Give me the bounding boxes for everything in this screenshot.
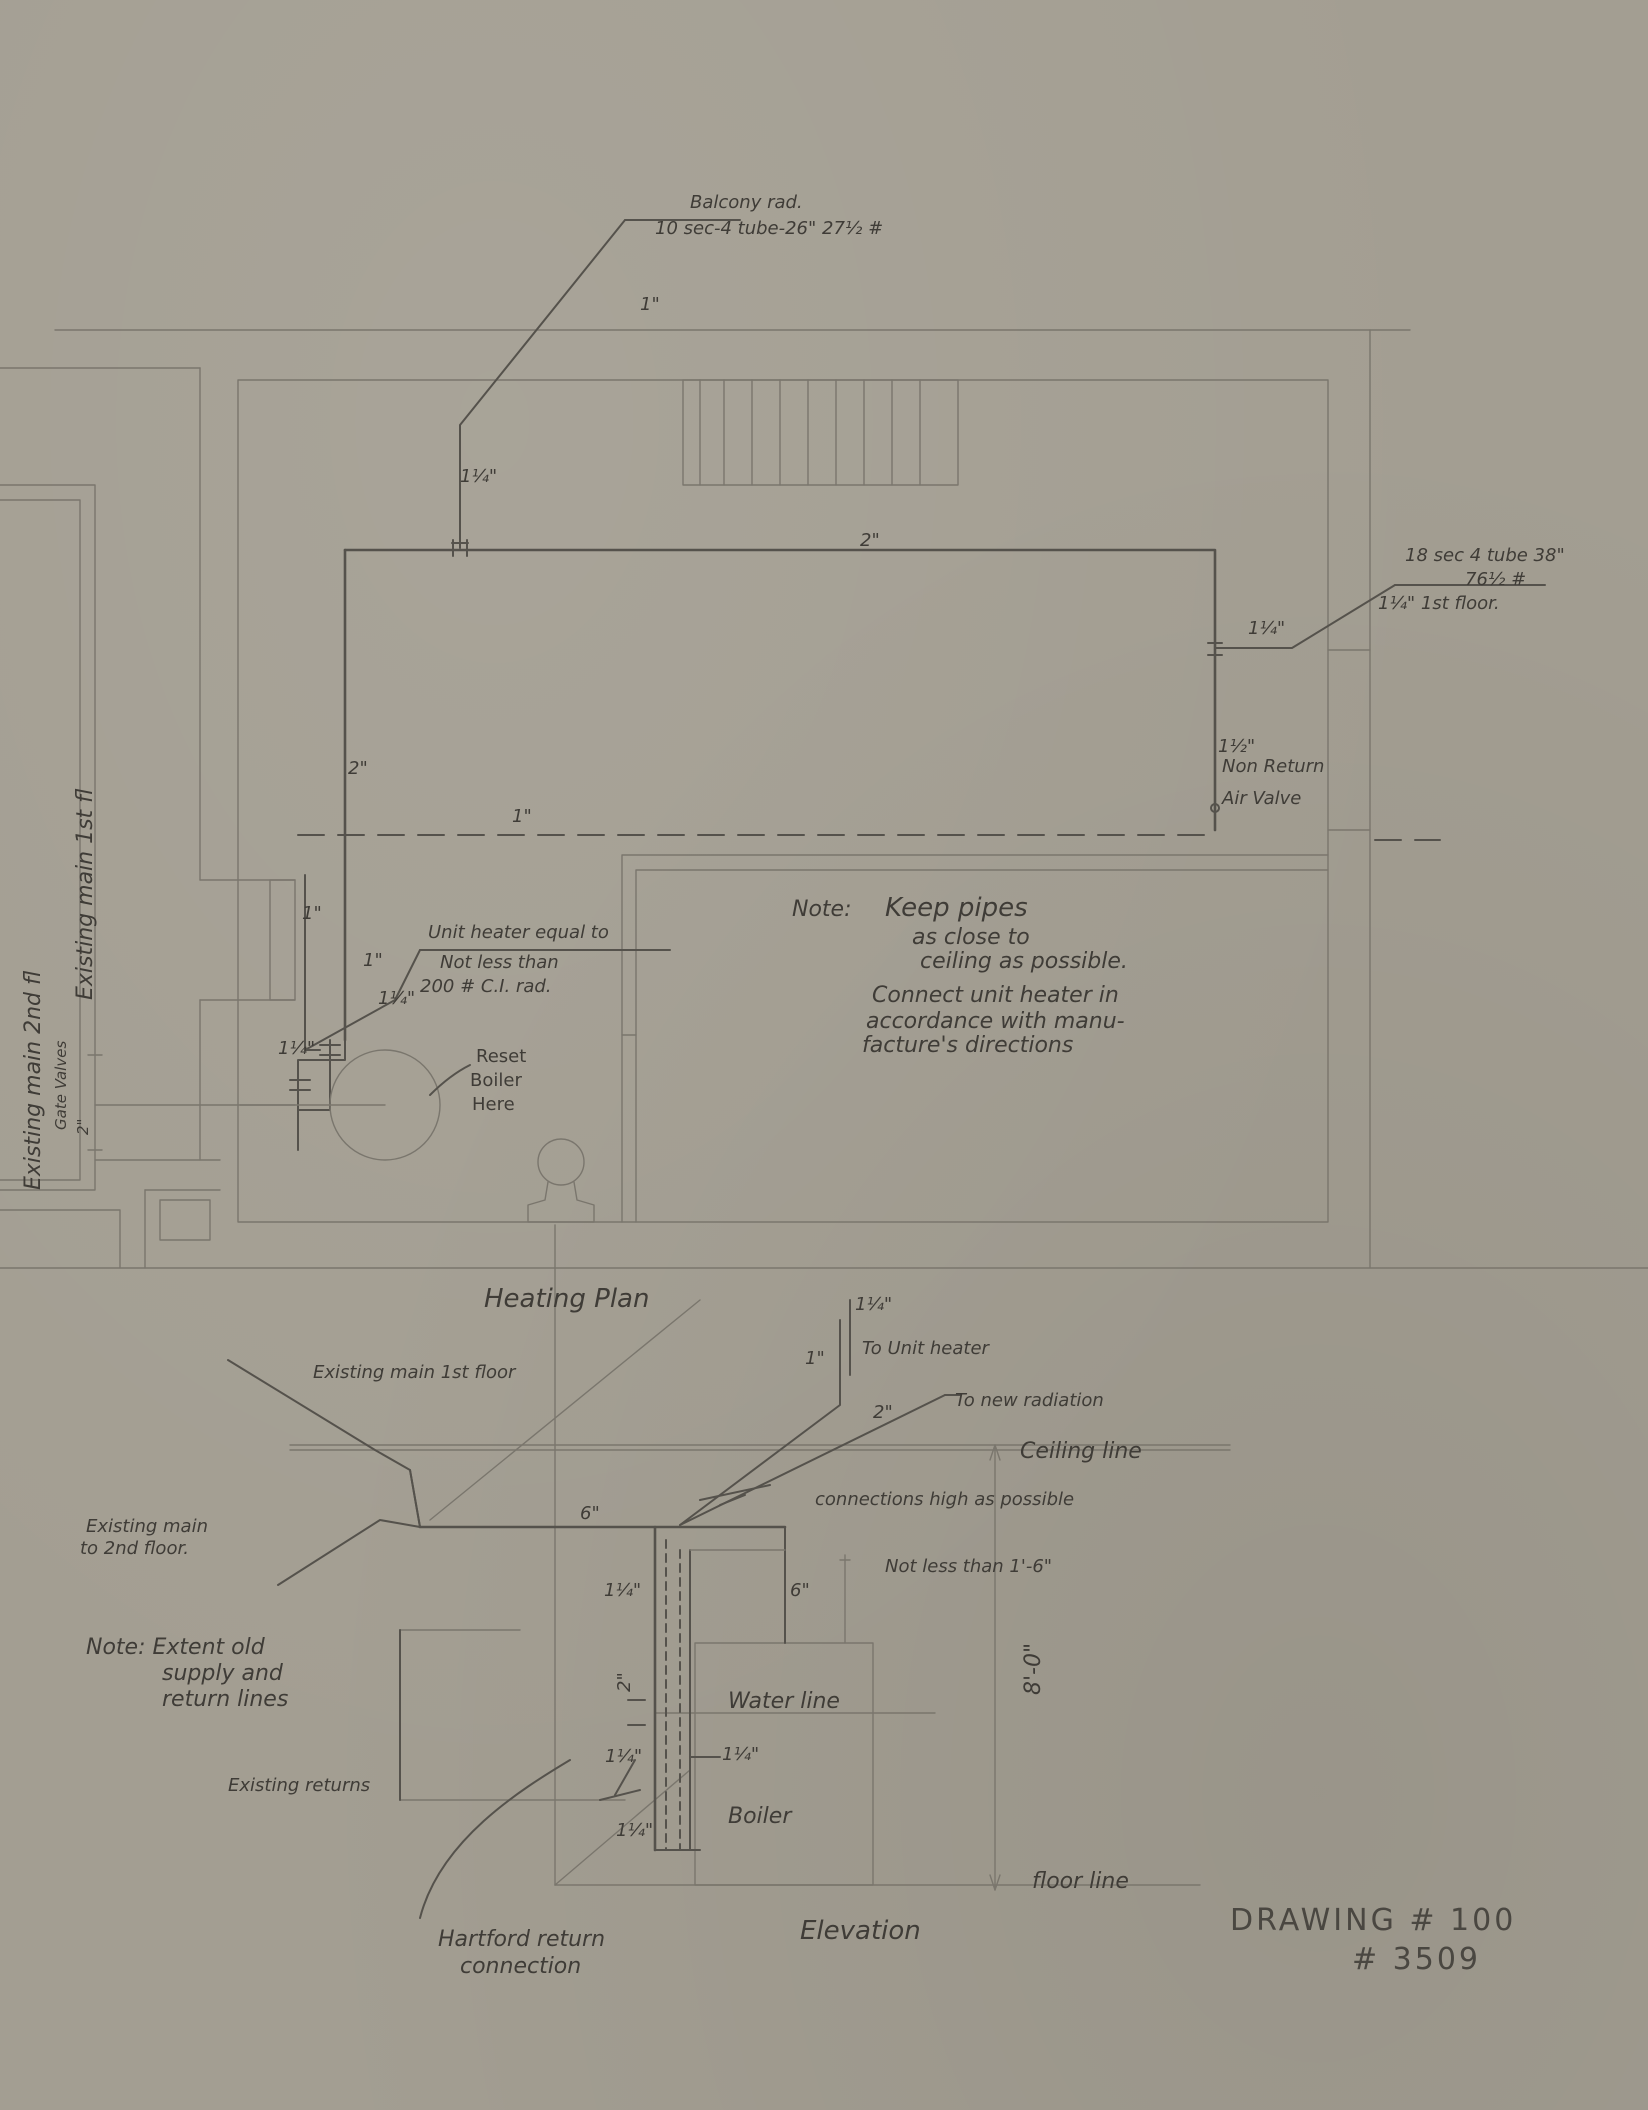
to-unit-heater-label: To Unit heater bbox=[862, 1338, 989, 1359]
pipe-size-2in-left: 2" bbox=[348, 758, 368, 779]
pipe-size-2in-top: 2" bbox=[860, 530, 880, 551]
project-number: # 3509 bbox=[1352, 1942, 1482, 1977]
pipe-size-left-fitting: 1¼" bbox=[278, 1038, 316, 1059]
elev-pipe-1in-top: 1" bbox=[805, 1348, 825, 1369]
elev-pipe-1-1-4-c: 1¼" bbox=[722, 1744, 760, 1765]
balcony-rad-label: Balcony rad. bbox=[690, 192, 803, 213]
boiler-label: Boiler bbox=[728, 1804, 792, 1829]
pipe-size-1in-dashed: 1" bbox=[512, 806, 532, 827]
right-radiator-spec: 18 sec 4 tube 38" bbox=[1405, 545, 1565, 566]
drawing-number: DRAWING # 100 bbox=[1230, 1903, 1517, 1938]
ceiling-line-label: Ceiling line bbox=[1020, 1439, 1142, 1464]
existing-main-1st-floor-elev: Existing main 1st floor bbox=[313, 1362, 516, 1383]
elev-pipe-1-1-4-d: 1¼" bbox=[616, 1820, 654, 1841]
existing-main-2nd-floor-label: Existing main 2nd fl bbox=[21, 970, 46, 1190]
plan-note-label: Note: bbox=[792, 897, 852, 922]
water-line-label: Water line bbox=[728, 1689, 840, 1714]
not-less-than-label: Not less than 1'-6" bbox=[885, 1556, 1053, 1577]
plan-note-line-1: Keep pipes bbox=[885, 893, 1028, 923]
pipe-size-gate: 2" bbox=[74, 1118, 92, 1135]
reset-boiler-label-2: Boiler bbox=[470, 1070, 522, 1091]
elev-pipe-6in-horizontal: 6" bbox=[580, 1503, 600, 1524]
elev-pipe-2in-b: 2" bbox=[614, 1672, 635, 1692]
hartford-connection-label: connection bbox=[460, 1954, 582, 1979]
unit-heater-requirement: Not less than bbox=[440, 952, 559, 973]
elev-pipe-1-1-4-top: 1¼" bbox=[855, 1294, 893, 1315]
balcony-rad-spec: 10 sec-4 tube-26" 27½ # bbox=[655, 218, 884, 239]
right-radiator-floor: 1¼" 1st floor. bbox=[1378, 593, 1500, 614]
elev-note-line-2: supply and bbox=[162, 1661, 283, 1686]
plan-note-line-4: Connect unit heater in bbox=[872, 983, 1119, 1008]
existing-main-2nd-label: Existing main bbox=[86, 1516, 208, 1537]
unit-heater-1-1-4: 1¼" bbox=[378, 988, 416, 1009]
pipe-size-right-lower: 1½" bbox=[1218, 736, 1256, 757]
elev-note-line-3: return lines bbox=[162, 1687, 289, 1712]
elev-pipe-1-1-4-a: 1¼" bbox=[604, 1580, 642, 1601]
elev-pipe-2in: 2" bbox=[873, 1402, 893, 1423]
existing-main-2nd-label-2: to 2nd floor. bbox=[80, 1538, 189, 1559]
elevation-title: Elevation bbox=[800, 1916, 921, 1946]
pipe-size-1in-vertical: 1" bbox=[302, 903, 322, 924]
pipe-size-1in-top: 1" bbox=[640, 294, 660, 315]
plan-note-line-6: facture's directions bbox=[862, 1033, 1074, 1058]
unit-heater-radiation: 200 # C.I. rad. bbox=[420, 976, 552, 997]
unit-heater-1in: 1" bbox=[363, 950, 383, 971]
heating-plan-title: Heating Plan bbox=[484, 1284, 650, 1314]
connections-high-label: connections high as possible bbox=[815, 1489, 1075, 1510]
pipe-size-right-upper: 1¼" bbox=[1248, 618, 1286, 639]
height-8ft-label: 8'-0" bbox=[1021, 1642, 1046, 1695]
right-radiator-weight: 76½ # bbox=[1465, 569, 1527, 590]
reset-boiler-label-3: Here bbox=[472, 1094, 515, 1115]
elev-note-line-1: Note: Extent old bbox=[86, 1635, 265, 1660]
unit-heater-label: Unit heater equal to bbox=[428, 922, 609, 943]
elev-pipe-6in-vertical: 6" bbox=[790, 1580, 810, 1601]
air-valve-label: Air Valve bbox=[1222, 788, 1302, 809]
elev-pipe-1-1-4-b: 1¼" bbox=[605, 1746, 643, 1767]
gate-valves-label: Gate Valves bbox=[52, 1040, 70, 1130]
existing-returns-label: Existing returns bbox=[228, 1775, 371, 1796]
reset-boiler-label-1: Reset bbox=[476, 1046, 527, 1067]
existing-main-1st-floor-label: Existing main 1st fl bbox=[73, 788, 98, 1000]
hartford-return-label: Hartford return bbox=[438, 1927, 606, 1952]
plan-note-line-5: accordance with manu- bbox=[866, 1009, 1125, 1034]
floor-line-label: floor line bbox=[1032, 1869, 1129, 1894]
non-return-label: Non Return bbox=[1222, 756, 1325, 777]
plan-note-line-2: as close to bbox=[912, 925, 1030, 950]
plan-note-line-3: ceiling as possible. bbox=[920, 949, 1128, 974]
pipe-size-riser: 1¼" bbox=[460, 466, 498, 487]
to-new-radiation-label: To new radiation bbox=[955, 1390, 1104, 1411]
